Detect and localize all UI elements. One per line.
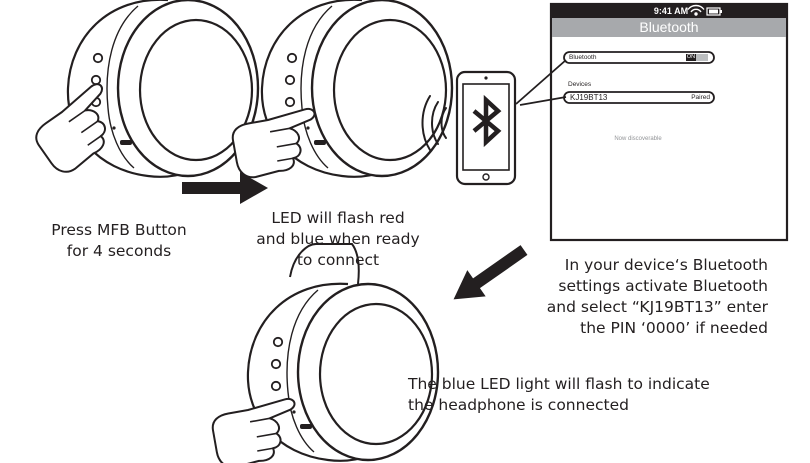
screen-title: Bluetooth: [639, 19, 699, 35]
step2-line1: LED will flash red: [271, 209, 405, 227]
device-name[interactable]: KJ19BT13: [570, 93, 608, 102]
arrow-icon: [444, 236, 534, 313]
device-status: Paired: [691, 94, 710, 101]
step1-line1: Press MFB Button: [51, 221, 187, 239]
step2-caption: LED will flash red and blue when ready t…: [238, 208, 438, 271]
step1-line2: for 4 seconds: [66, 242, 172, 260]
step2-line3: to connect: [296, 251, 380, 269]
battery-icon: [706, 7, 722, 16]
signal-waves-icon: [421, 95, 447, 151]
bluetooth-setting-label[interactable]: Bluetooth: [569, 54, 597, 61]
step3-line2: settings activate Bluetooth: [558, 277, 768, 295]
step3-line1: In your device‘s Bluetooth: [564, 256, 768, 274]
bluetooth-icon: [472, 94, 502, 148]
step2-line2: and blue when ready: [256, 230, 420, 248]
step3-caption: In your device‘s Bluetooth settings acti…: [538, 255, 768, 339]
step4-line1: The blue LED light will flash to indicat…: [408, 375, 710, 393]
devices-header: Devices: [568, 81, 592, 88]
bluetooth-toggle[interactable]: ON: [686, 54, 696, 60]
step3-line3: and select “KJ19BT13” enter: [546, 298, 768, 316]
step4-line2: the headphone is connected: [408, 396, 629, 414]
step1-caption: Press MFB Button for 4 seconds: [24, 220, 214, 262]
discoverable-text: Now discoverable: [614, 136, 662, 142]
wifi-icon: [687, 4, 705, 16]
step4-caption: The blue LED light will flash to indicat…: [408, 374, 738, 416]
step3-line4: the PIN ‘0000’ if needed: [580, 319, 768, 337]
phone-screen: [515, 2, 789, 242]
status-time: 9:41 AM: [653, 6, 689, 16]
